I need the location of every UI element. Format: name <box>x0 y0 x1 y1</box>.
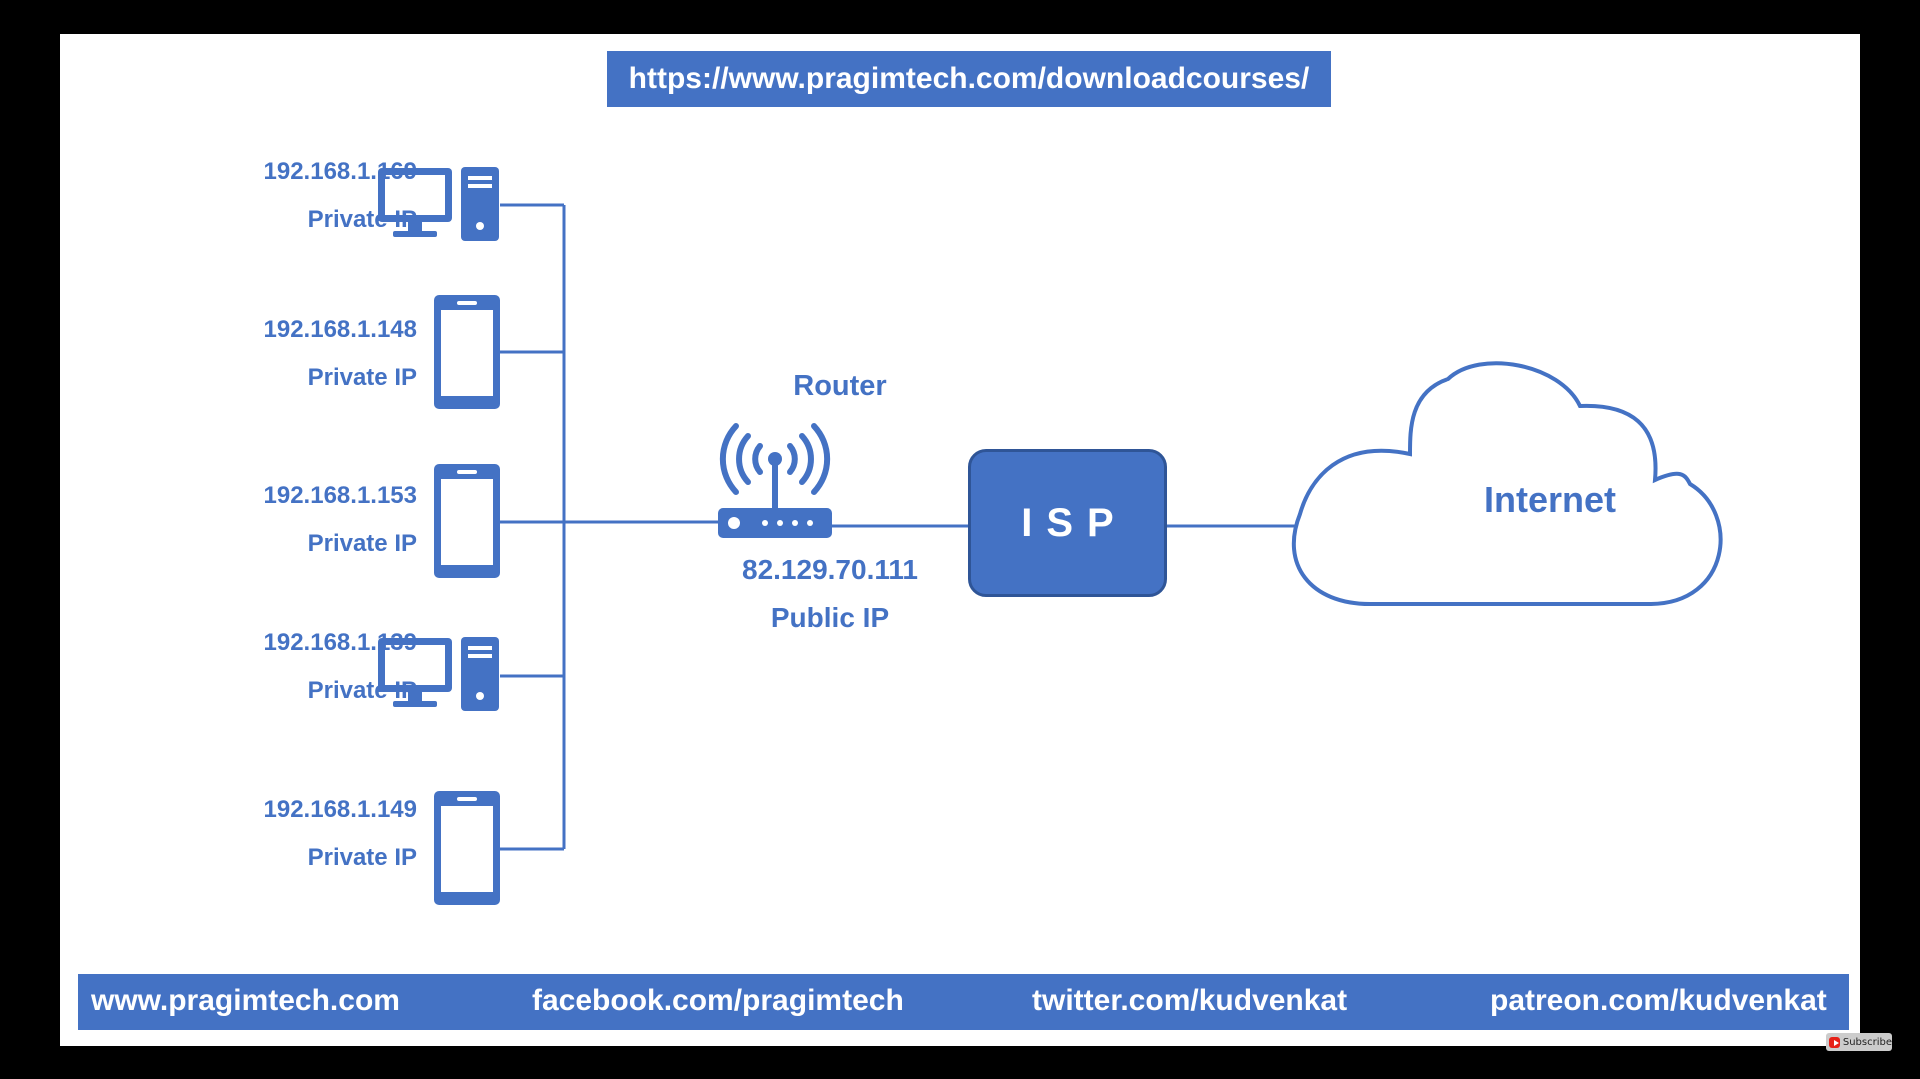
device-ip-2: 192.168.1.148 <box>263 316 417 343</box>
isp-box: ISP <box>968 449 1167 597</box>
subscribe-label[interactable]: Subscribe <box>1842 1036 1892 1048</box>
device-ip-type-3: Private IP <box>307 530 417 557</box>
url-banner[interactable]: https://www.pragimtech.com/downloadcours… <box>607 51 1331 107</box>
device-ip-4: 192.168.1.139 <box>263 629 417 656</box>
desktop-computer-icon <box>378 167 499 241</box>
subscribe-button[interactable]: Subscribe <box>1826 1033 1892 1051</box>
device-ip-5: 192.168.1.149 <box>263 796 417 823</box>
footer-patreon-link[interactable]: patreon.com/kudvenkat <box>1490 984 1827 1017</box>
slide: https://www.pragimtech.com/downloadcours… <box>60 34 1860 1046</box>
url-banner-text[interactable]: https://www.pragimtech.com/downloadcours… <box>628 62 1310 95</box>
footer-twitter-link[interactable]: twitter.com/kudvenkat <box>1032 984 1348 1017</box>
footer-bar: www.pragimtech.com facebook.com/pragimte… <box>78 974 1849 1030</box>
device-ip-1: 192.168.1.169 <box>263 158 417 185</box>
internet-label: Internet <box>1483 479 1616 520</box>
wifi-router-icon <box>718 423 832 538</box>
device-ip-type-1: Private IP <box>307 206 417 233</box>
desktop-computer-icon <box>378 637 499 711</box>
device-ip-type-2: Private IP <box>307 364 417 391</box>
connection-lines <box>500 203 1296 851</box>
device-ip-type-5: Private IP <box>307 844 417 871</box>
footer-website-link[interactable]: www.pragimtech.com <box>91 984 400 1017</box>
device-ip-3: 192.168.1.153 <box>263 482 417 509</box>
cloud-icon <box>1291 361 1723 606</box>
footer-facebook-link[interactable]: facebook.com/pragimtech <box>532 984 904 1017</box>
router-title: Router <box>793 370 887 402</box>
mobile-phone-icon <box>434 464 500 578</box>
mobile-phone-icon <box>434 791 500 905</box>
router-public-ip: 82.129.70.111 <box>742 554 918 585</box>
youtube-icon <box>1829 1036 1840 1048</box>
isp-label: ISP <box>1021 500 1128 545</box>
device-ip-type-4: Private IP <box>307 677 417 704</box>
network-diagram <box>378 167 1723 905</box>
mobile-phone-icon <box>434 295 500 409</box>
router-ip-type: Public IP <box>770 602 890 633</box>
